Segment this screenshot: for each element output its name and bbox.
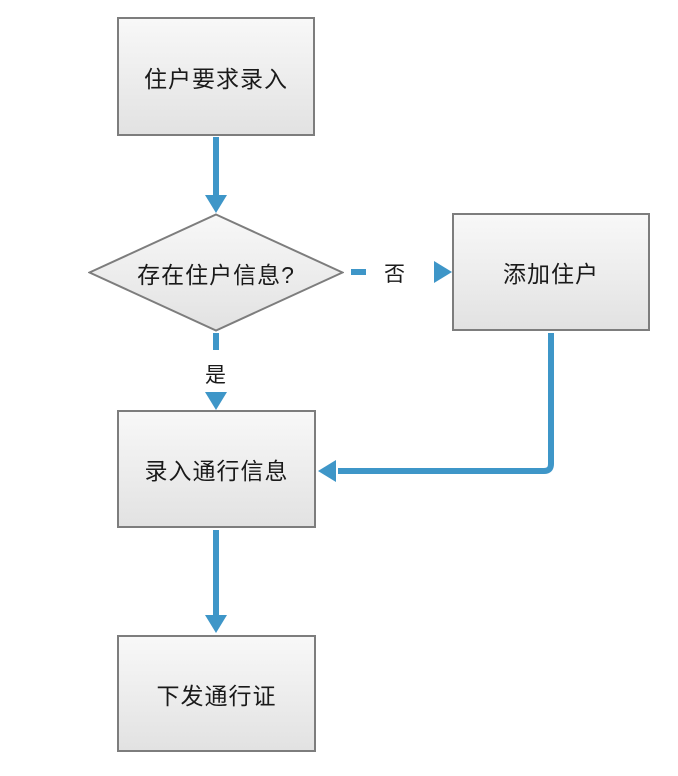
node-issue-pass: 下发通行证 xyxy=(117,635,316,752)
node-start: 住户要求录入 xyxy=(117,17,315,136)
node-start-label: 住户要求录入 xyxy=(144,65,288,92)
arrowhead-add-to-enter xyxy=(318,460,336,482)
arrowhead-decision-to-enter xyxy=(205,392,227,410)
arrowhead-decision-to-add xyxy=(434,261,452,283)
decision-diamond-shape xyxy=(88,213,344,332)
arrowhead-start-to-decision xyxy=(205,195,227,213)
node-enter-access: 录入通行信息 xyxy=(117,410,316,528)
node-add-resident-label: 添加住户 xyxy=(503,261,599,287)
connector-add-to-enter xyxy=(338,333,554,474)
node-decision-label: 存在住户信息? xyxy=(137,261,295,288)
node-enter-access-label: 录入通行信息 xyxy=(144,458,289,484)
arrowhead-enter-to-issue xyxy=(205,615,227,633)
edge-label-no: 否 xyxy=(384,263,405,286)
node-decision: 存在住户信息? xyxy=(88,213,344,332)
edge-label-yes: 是 xyxy=(205,364,226,387)
node-issue-pass-label: 下发通行证 xyxy=(156,682,277,709)
node-add-resident: 添加住户 xyxy=(452,213,650,331)
